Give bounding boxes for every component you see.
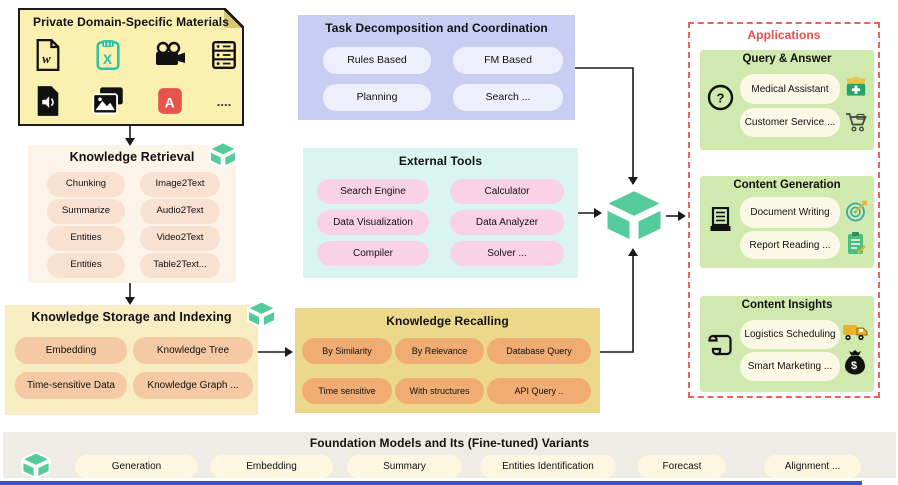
retrieval-pill: Image2Text [140, 172, 220, 197]
clipboard-pencil-icon [846, 231, 867, 256]
recalling-pill: By Similarity [302, 338, 392, 364]
external-tools-title: External Tools [398, 154, 483, 168]
recalling-pill: With structures [395, 378, 484, 404]
task-pill: Search ... [453, 84, 563, 111]
foundation-pill: Alignment ... [764, 455, 861, 478]
question-circle-icon: ? [707, 84, 734, 111]
app-item: Report Reading ... [740, 231, 840, 259]
audio-file-icon [26, 84, 70, 118]
retrieval-pill: Audio2Text [140, 199, 220, 224]
app-item: Medical Assistant [740, 74, 840, 104]
storage-pill: Knowledge Graph ... [133, 372, 253, 399]
foundation-pill: Entities Identification [480, 455, 616, 478]
tools-pill: Calculator [450, 179, 564, 204]
retrieval-pill: Chunking [47, 172, 125, 197]
tools-pill: Data Analyzer [450, 210, 564, 235]
retrieval-pill: Summarize [47, 199, 125, 224]
knowledge-storage-title: Knowledge Storage and Indexing [31, 310, 232, 324]
query-answer-group: Query & Answer ? Medical Assistant Custo… [700, 50, 874, 150]
foundation-pill: Summary [347, 455, 462, 478]
app-item: Document Writing [740, 197, 840, 228]
knowledge-recalling-title: Knowledge Recalling [386, 314, 509, 328]
storage-pill: Knowledge Tree [133, 337, 253, 364]
knowledge-retrieval-title: Knowledge Retrieval [69, 150, 195, 164]
foundation-models-bar: Foundation Models and Its (Fine-tuned) V… [3, 432, 896, 479]
knowledge-retrieval-panel: Knowledge Retrieval Chunking Image2Text … [28, 145, 236, 283]
knowledge-recalling-panel: Knowledge Recalling By Similarity By Rel… [295, 308, 600, 413]
tools-pill: Data Visualization [317, 210, 429, 235]
pdf-file-icon: A [148, 84, 192, 118]
recalling-pill: By Relevance [395, 338, 484, 364]
content-generation-group: Content Generation Document Writing Repo… [700, 176, 874, 268]
retrieval-pill: Entities [47, 253, 125, 278]
private-materials-title: Private Domain-Specific Materials [32, 15, 230, 29]
applications-title: Applications [747, 28, 821, 42]
recalling-pill: Time sensitive [302, 378, 392, 404]
recalling-pill: Database Query [487, 338, 591, 364]
retrieval-pill: Video2Text [140, 226, 220, 251]
task-pill: Rules Based [323, 47, 431, 74]
content-insights-group: Content Insights Logistics Scheduling Sm… [700, 296, 874, 392]
task-decomposition-title: Task Decomposition and Coordination [325, 21, 548, 35]
more-materials-ellipsis: .... [216, 93, 232, 109]
applications-panel: Applications Query & Answer ? Medical As… [688, 22, 880, 398]
app-item: Customer Service ... [740, 108, 840, 137]
first-aid-kit-icon [845, 76, 867, 97]
tools-pill: Compiler [317, 241, 429, 266]
private-materials-panel: Private Domain-Specific Materials w X [18, 8, 244, 126]
tools-pill: Solver ... [450, 241, 564, 266]
document-icon [709, 207, 733, 233]
retrieval-pill: Table2Text... [140, 253, 220, 278]
foundation-pill: Generation [75, 455, 198, 478]
scroll-icon [706, 332, 734, 358]
svg-text:A: A [165, 94, 175, 110]
tools-pill: Search Engine [317, 179, 429, 204]
database-server-icon [202, 38, 246, 72]
cube-icon [207, 141, 239, 168]
svg-text:w: w [42, 52, 51, 66]
dartboard-icon [845, 200, 868, 223]
bottom-blue-strip [0, 481, 862, 485]
svg-text:?: ? [717, 91, 725, 106]
knowledge-storage-panel: Knowledge Storage and Indexing Embedding… [5, 305, 258, 415]
foundation-models-title: Foundation Models and Its (Fine-tuned) V… [309, 436, 590, 450]
recalling-pill: API Query .. [487, 378, 591, 404]
word-document-icon: w [26, 38, 70, 72]
cube-icon [17, 451, 55, 479]
cube-icon [245, 300, 278, 328]
orchestrator-cube-icon [602, 186, 666, 245]
content-generation-title: Content Generation [733, 179, 841, 191]
storage-pill: Embedding [15, 337, 127, 364]
app-item: Logistics Scheduling [740, 320, 840, 349]
video-camera-icon [148, 38, 192, 72]
task-decomposition-panel: Task Decomposition and Coordination Rule… [298, 15, 575, 120]
svg-text:X: X [103, 52, 113, 67]
image-gallery-icon [86, 84, 130, 118]
foundation-pill: Embedding [210, 455, 333, 478]
foundation-pill: Forecast [638, 455, 726, 478]
shopping-cart-icon [845, 112, 868, 133]
delivery-truck-icon [842, 322, 869, 342]
task-pill: Planning [323, 84, 431, 111]
external-tools-panel: External Tools Search Engine Calculator … [303, 148, 578, 278]
storage-pill: Time-sensitive Data [15, 372, 127, 399]
retrieval-pill: Entities [47, 226, 125, 251]
note-fold-corner [224, 8, 244, 28]
task-pill: FM Based [453, 47, 563, 74]
money-bag-icon: $ [843, 348, 867, 375]
app-item: Smart Marketing ... [740, 352, 840, 381]
query-answer-title: Query & Answer [742, 53, 832, 65]
content-insights-title: Content Insights [741, 299, 833, 311]
excel-spreadsheet-icon: X [86, 38, 130, 72]
svg-text:$: $ [851, 360, 857, 372]
